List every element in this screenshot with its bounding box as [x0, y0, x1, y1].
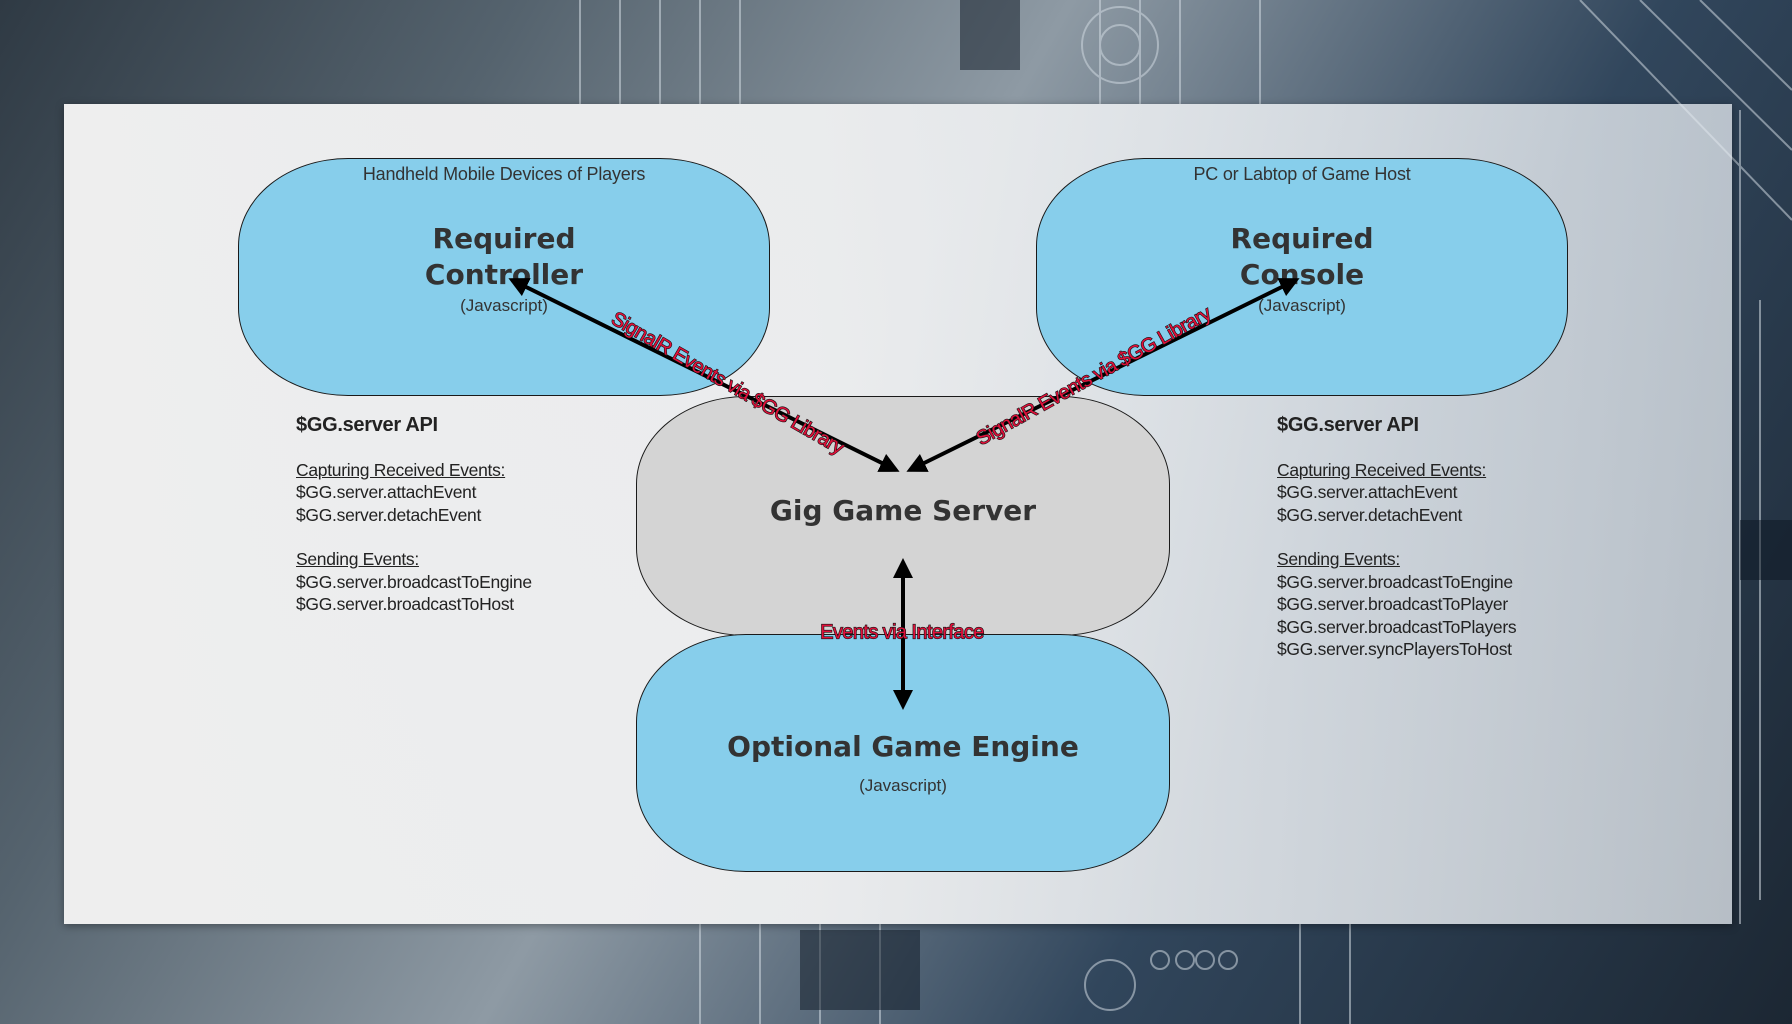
controller-server-arrow: [508, 278, 900, 472]
right-sending-item: $GG.server.broadcastToPlayer: [1277, 594, 1508, 614]
right-api-list: $GG.server API Capturing Received Events…: [1277, 414, 1517, 661]
right-received-item: $GG.server.attachEvent: [1277, 482, 1458, 502]
server-title: Gig Game Server: [769, 494, 1037, 527]
console-server-edge-label: SignalR Events via $GG Library: [973, 302, 1215, 450]
left-api-header: $GG.server API: [296, 414, 438, 436]
right-sending-item: $GG.server.broadcastToPlayers: [1277, 616, 1517, 637]
right-api-header: $GG.server API: [1277, 414, 1419, 436]
controller-server-edge-label: SignalR Events via $GG Library: [607, 308, 847, 460]
console-server-arrow: [906, 278, 1300, 472]
controller-subtitle: Handheld Mobile Devices of Players: [362, 164, 646, 184]
left-sending-title: Sending Events:: [296, 549, 419, 569]
left-sending-item: $GG.server.broadcastToHost: [296, 594, 514, 614]
engine-language: (Javascript): [859, 776, 947, 795]
right-received-title: Capturing Received Events:: [1277, 459, 1487, 480]
engine-title: Optional Game Engine: [727, 730, 1079, 763]
server-engine-edge-label: Events via Interface: [820, 621, 984, 643]
right-sending-item: $GG.server.broadcastToEngine: [1277, 571, 1513, 592]
left-received-item: $GG.server.attachEvent: [296, 482, 477, 502]
left-received-item: $GG.server.detachEvent: [296, 504, 482, 525]
controller-box: Handheld Mobile Devices of Players Requi…: [238, 158, 770, 396]
console-title-line1: Required: [1230, 222, 1374, 255]
console-subtitle: PC or Labtop of Game Host: [1193, 164, 1411, 184]
left-received-title: Capturing Received Events:: [296, 459, 506, 480]
left-sending-item: $GG.server.broadcastToEngine: [296, 571, 532, 592]
right-received-item: $GG.server.detachEvent: [1277, 504, 1463, 525]
right-sending-item: $GG.server.syncPlayersToHost: [1277, 639, 1512, 659]
controller-title-line1: Required: [432, 222, 576, 255]
right-sending-title: Sending Events:: [1277, 549, 1400, 569]
left-api-list: $GG.server API Capturing Received Events…: [296, 414, 532, 616]
